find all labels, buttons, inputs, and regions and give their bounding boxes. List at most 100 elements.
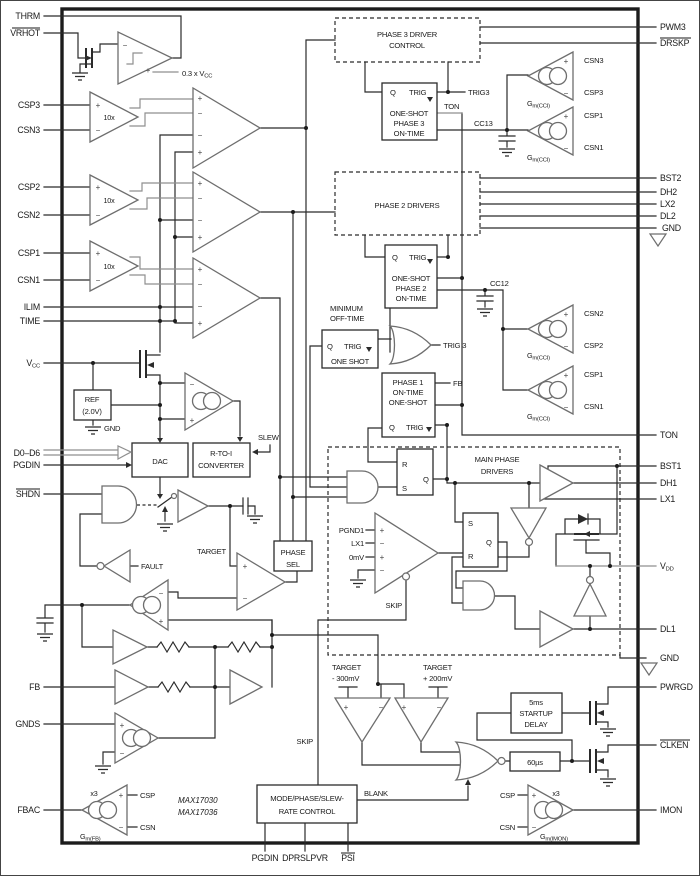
os1-trig: TRIG (406, 423, 424, 432)
main-drivers-line2: DRIVERS (481, 467, 513, 476)
gm-main: G (540, 832, 546, 841)
minus-sign: − (564, 144, 569, 153)
gm-fb-label: Gm(FB) (80, 832, 101, 843)
net-pgnd1: PGND1 (339, 526, 364, 535)
dac-label: DAC (152, 457, 168, 466)
minoff-title2: OFF-TIME (330, 314, 364, 323)
net-csn-fb: CSN (140, 823, 155, 832)
dl-driver (539, 609, 575, 649)
phase-sel-block (273, 540, 313, 572)
comparator-phase2 (192, 170, 262, 254)
t60-label: 60µs (527, 758, 543, 767)
r-to-i-converter-block (192, 442, 251, 478)
os3-q: Q (390, 88, 396, 97)
plus-sign: + (119, 791, 124, 800)
plus-sign: + (198, 148, 203, 157)
plus-sign: + (96, 249, 101, 258)
pwrgd-nor-gate (454, 741, 499, 781)
pin-label-imon: IMON (660, 805, 682, 815)
vcc-sub: CC (32, 364, 40, 370)
rs-latch2-block (462, 512, 499, 568)
minoff-q: Q (327, 342, 333, 351)
os2-q: Q (392, 253, 398, 262)
oneshot-phase3-block (381, 82, 438, 141)
rtoi-line1: R-TO-I (210, 449, 232, 458)
minus-sign: − (564, 403, 569, 412)
net-csp-fb: CSP (140, 791, 155, 800)
pin-label-dprslpvr: DPRSLPVR (282, 853, 328, 863)
shdn-and-gate (101, 485, 138, 524)
pin-label-dl2: DL2 (660, 211, 676, 221)
gm-main: G (527, 99, 533, 108)
phase3-driver-control-block (334, 17, 481, 63)
net-lx1: LX1 (351, 539, 364, 548)
net-csp3: CSP3 (584, 88, 603, 97)
vcc-main: V (26, 358, 32, 368)
driver-inverter-bubble (524, 537, 534, 547)
pin-label-pwm3: PWM3 (660, 22, 686, 32)
x3-imon: x3 (552, 789, 559, 798)
net-trig3: TRIG3 (468, 88, 489, 97)
rtoi-line2: CONVERTER (198, 461, 244, 470)
lowside-and-gate (462, 580, 496, 611)
pin-label-dl1: DL1 (660, 624, 676, 634)
target-plus-comparator (393, 697, 450, 744)
gnds-gm-amp (114, 711, 160, 765)
thr-sub: CC (204, 74, 212, 80)
vdd-sub: DD (666, 567, 674, 573)
minus-sign: − (437, 703, 442, 712)
pin-label-pwrgd: PWRGD (660, 682, 693, 692)
minoff-title1: MINIMUM (330, 304, 363, 313)
part-number-1: MAX17030 (178, 796, 218, 805)
skip-bubble (401, 572, 411, 581)
os2-line2: PHASE 2 (396, 284, 427, 293)
pin-label-clken: CLKEN (660, 740, 688, 750)
pin-label-csp1: CSP1 (18, 248, 40, 258)
gain-10x-3: 10x (104, 262, 116, 271)
net-target: TARGET (197, 547, 227, 556)
os3-line3: ON-TIME (394, 129, 425, 138)
net-fb: FB (453, 379, 462, 388)
dac-buffer (177, 488, 210, 524)
pin-label-bst2: BST2 (660, 173, 682, 183)
pin-label-bst1: BST1 (660, 461, 682, 471)
comparator-phase3 (192, 86, 262, 170)
vdd-buffer (572, 582, 608, 617)
plus-sign: + (198, 233, 203, 242)
os1-line2: ON-TIME (393, 388, 424, 397)
gm-sub: m(CCI) (532, 417, 550, 423)
net-skip-2: SKIP (296, 737, 313, 746)
x3-fb: x3 (90, 789, 97, 798)
plus-sign: + (564, 57, 569, 66)
minus-sign: − (159, 589, 164, 598)
plus-sign: + (564, 112, 569, 121)
pin-label-csp3: CSP3 (18, 100, 40, 110)
gm-main: G (527, 153, 533, 162)
net-gnd-ref: GND (104, 424, 121, 433)
gm-main: G (527, 412, 533, 421)
target-minus-comparator (333, 697, 392, 744)
plus-sign: + (198, 94, 203, 103)
gm-sub: m(CCI) (532, 158, 550, 164)
rs1-q: Q (423, 475, 429, 484)
minus-sign: − (96, 211, 101, 220)
plus-sign: + (198, 319, 203, 328)
gm-cci-label-1: Gm(CCI) (527, 99, 550, 110)
wires-right-top-pins (479, 26, 657, 229)
net-target-minus-1: TARGET (332, 663, 362, 672)
pin-label-gnds: GNDS (15, 719, 40, 729)
net-ton: TON (444, 102, 459, 111)
main-and-gate (346, 470, 379, 504)
pin-label-vrhot: VRHOT (10, 28, 41, 38)
ref-line2: (2.0V) (82, 407, 102, 416)
fault-inverter (102, 548, 131, 584)
net-0p3vcc: 0.3 x VCC (182, 69, 212, 80)
overlines (12, 27, 691, 854)
net-cc12: CC12 (490, 279, 509, 288)
buffer-amp-2 (229, 668, 264, 706)
amp-10x-phase2 (89, 173, 140, 227)
comparator-phase1 (192, 256, 262, 340)
rs1-s: S (402, 484, 407, 493)
gm-sub: m(CCI) (532, 104, 550, 110)
